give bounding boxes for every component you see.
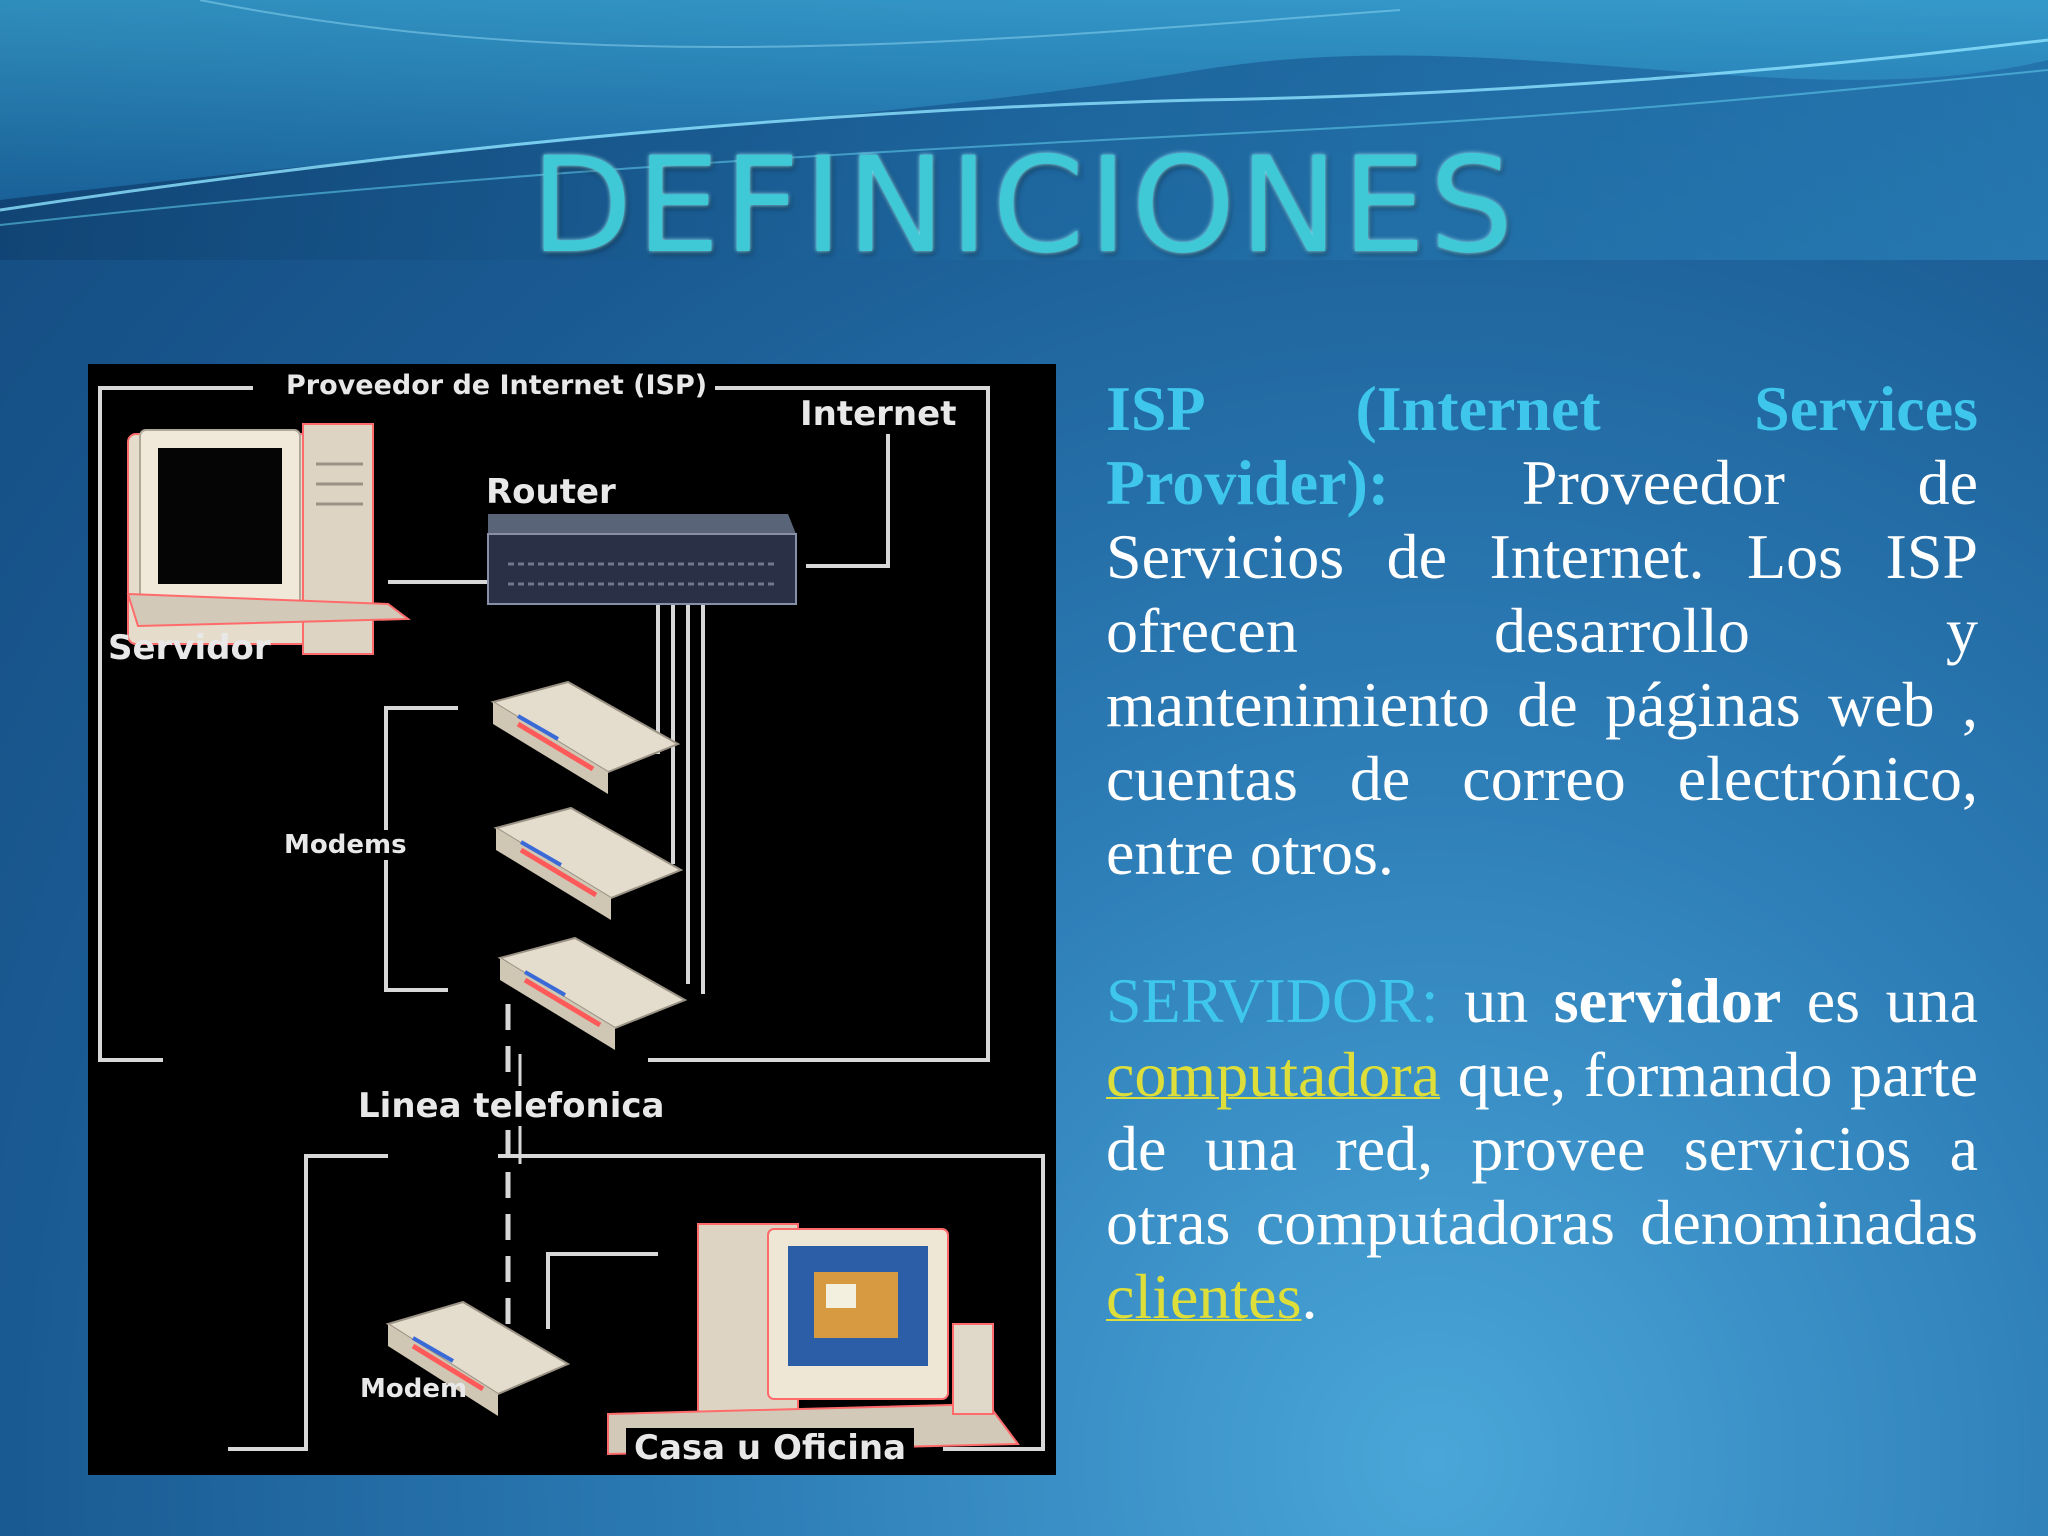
servidor-definition: SERVIDOR: un servidor es una computadora… xyxy=(1106,964,1978,1334)
isp-term: ISP (Internet Services Provider): xyxy=(1106,373,1978,518)
servidor-text-b: es una xyxy=(1781,965,1978,1036)
label-modems: Modems xyxy=(276,830,415,860)
label-router: Router xyxy=(486,472,616,512)
label-modem: Modem xyxy=(360,1374,468,1404)
label-isp: Proveedor de Internet (ISP) xyxy=(278,370,716,401)
servidor-text-c: que, formando parte de una red, provee s… xyxy=(1106,1039,1978,1258)
label-casa: Casa u Oficina xyxy=(626,1428,915,1468)
home-pc-icon xyxy=(607,1223,1020,1456)
label-internet: Internet xyxy=(792,394,965,434)
slide-title: DEFINICIONES xyxy=(530,129,1518,283)
isp-text: Proveedor de Servicios de Internet. Los … xyxy=(1106,447,1978,888)
servidor-bold: servidor xyxy=(1553,965,1782,1036)
isp-frame xyxy=(98,386,253,1062)
isp-diagram-drawing xyxy=(98,386,1045,1456)
router-icon xyxy=(487,514,797,605)
definitions-text: ISP (Internet Services Provider): Provee… xyxy=(1106,372,1978,1334)
isp-definition: ISP (Internet Services Provider): Provee… xyxy=(1106,372,1978,890)
modem-1-icon xyxy=(490,680,681,794)
modem-3-icon xyxy=(497,936,688,1050)
casa-frame xyxy=(228,1154,388,1451)
clientes-link[interactable]: clientes xyxy=(1106,1261,1302,1332)
label-linea: Linea telefonica xyxy=(350,1086,673,1126)
servidor-term: SERVIDOR: xyxy=(1106,965,1439,1036)
home-modem-icon xyxy=(385,1300,571,1416)
servidor-text-d: . xyxy=(1301,1261,1318,1332)
isp-diagram: Proveedor de Internet (ISP) Internet Rou… xyxy=(88,364,1056,1475)
label-servidor: Servidor xyxy=(108,628,271,668)
modem-2-icon xyxy=(493,806,684,920)
servidor-text-a: un xyxy=(1438,965,1554,1036)
internet-line xyxy=(806,434,890,568)
server-computer-icon xyxy=(126,423,411,655)
header-waves xyxy=(0,0,2048,260)
computadora-link[interactable]: computadora xyxy=(1106,1039,1441,1110)
